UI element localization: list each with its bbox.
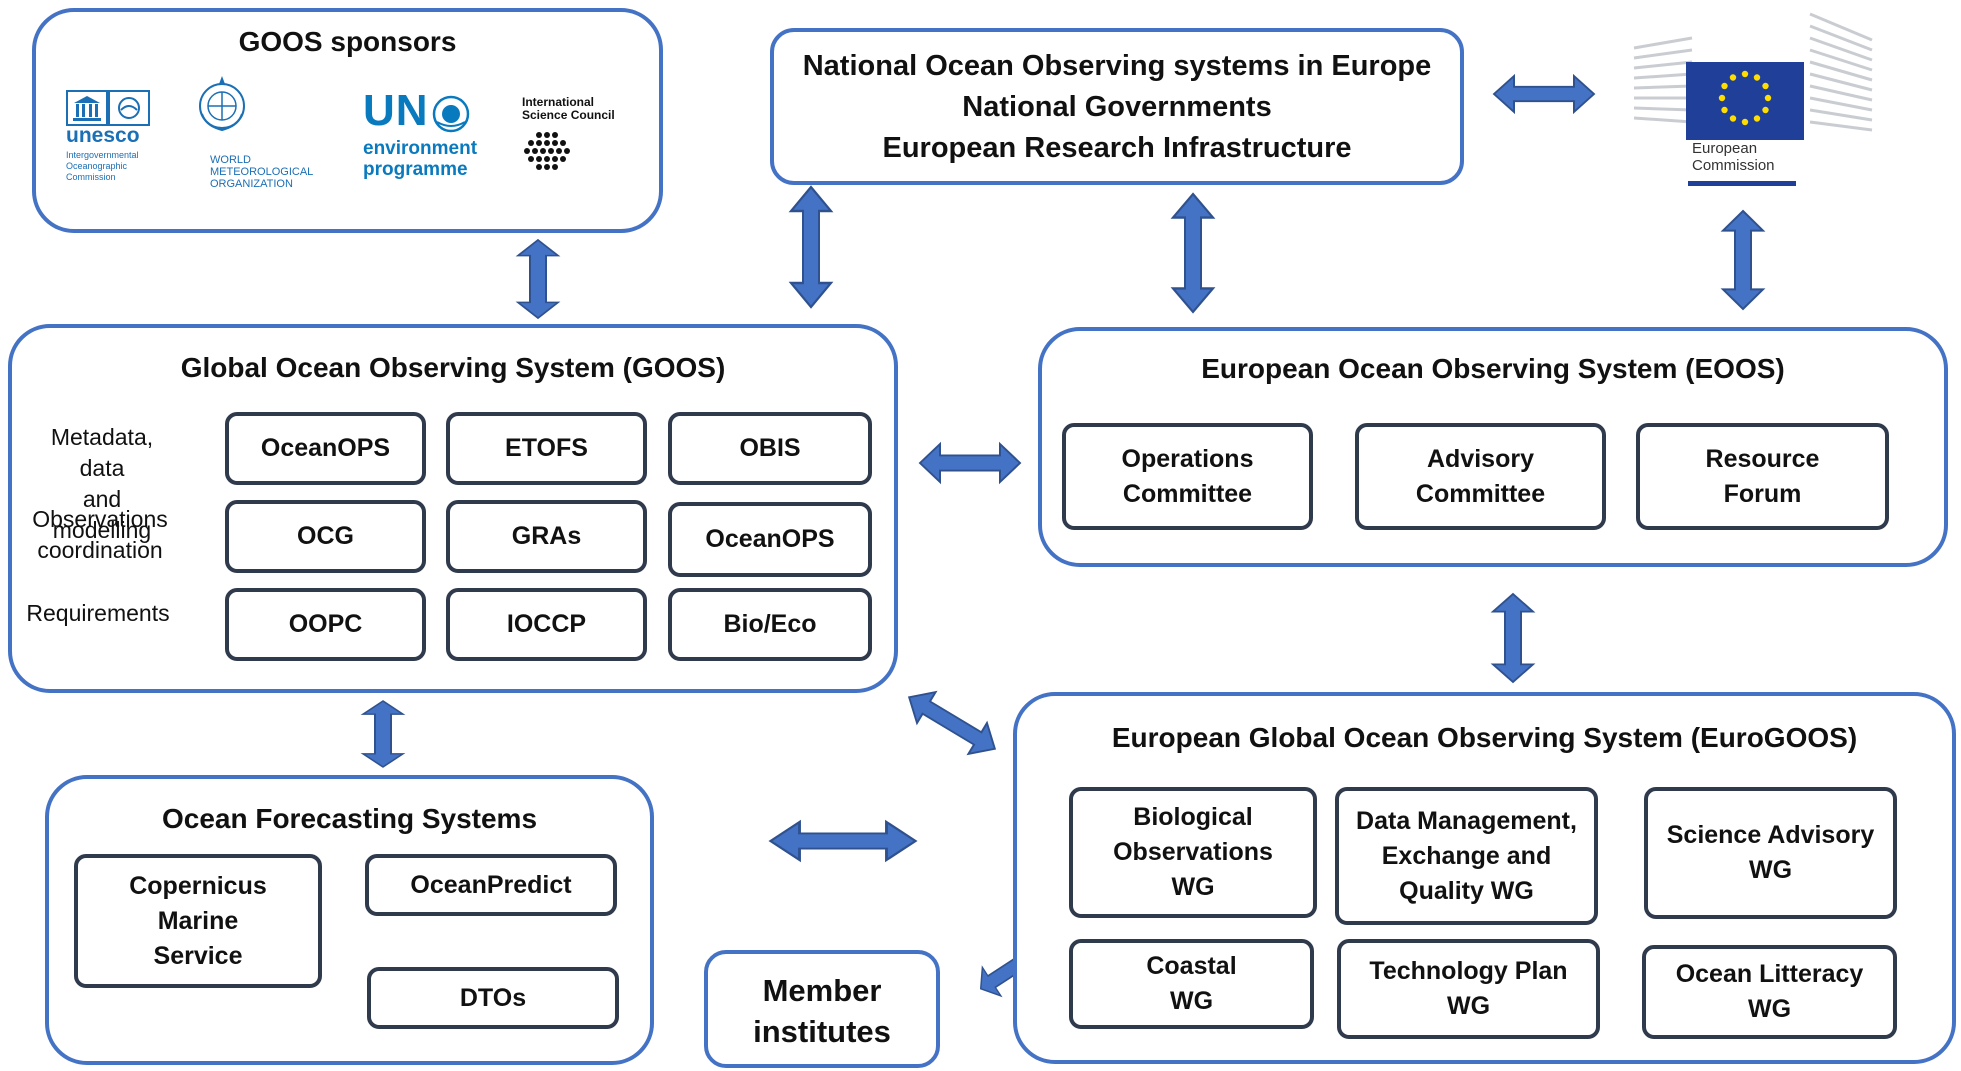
- member-institutes-panel: Member institutes: [704, 950, 940, 1068]
- arrow-ofs-eurogoos: [769, 820, 917, 862]
- member-institutes-text: Member institutes: [753, 973, 891, 1049]
- goos-box-etofs: ETOFS: [446, 412, 647, 485]
- eoos-title: European Ocean Observing System (EOOS): [1201, 353, 1785, 384]
- goos-box-gras: GRAs: [446, 500, 647, 573]
- european-commission-logo: European Commission: [1632, 10, 1888, 190]
- ofs-box-dtos: DTOs: [367, 967, 619, 1029]
- national-line-1: National Ocean Observing systems in Euro…: [802, 50, 1432, 82]
- arrow-national-goos: [789, 185, 833, 309]
- unep-text: environment programme: [363, 138, 478, 180]
- national-line-2: National Governments: [962, 91, 1272, 123]
- arrow-national-eoos: [1171, 192, 1215, 314]
- goos-row-label-metadata: Metadata, data and modelling: [50, 424, 154, 544]
- unesco-subtitle: Intergovernmental Oceanographic Commissi…: [66, 150, 139, 182]
- goos-row-label-observations: Observations coordination: [32, 506, 168, 564]
- national-systems-panel: National Ocean Observing systems in Euro…: [770, 28, 1464, 185]
- goos-box-ocg: OCG: [225, 500, 426, 573]
- goos-row-label-requirements: Requirements: [26, 600, 170, 626]
- eoos-panel: European Ocean Observing System (EOOS) O…: [1038, 327, 1948, 567]
- arrow-goos-eoos: [919, 443, 1021, 483]
- goos-box-obis: OBIS: [668, 412, 872, 485]
- isc-text: International Science Council: [522, 95, 615, 122]
- sponsors-title: GOOS sponsors: [238, 26, 457, 57]
- unesco-logo: unesco Intergovernmental Oceanographic C…: [66, 90, 176, 190]
- goos-box-oopc: OOPC: [225, 588, 426, 661]
- goos-box-oceanops-2: OceanOPS: [668, 502, 872, 577]
- wmo-text: WORLD METEOROLOGICAL ORGANIZATION: [210, 154, 314, 190]
- arrow-goos-eurogoos: [898, 680, 1006, 766]
- unesco-brand: unesco: [66, 124, 140, 147]
- national-line-3: European Research Infrastructure: [882, 132, 1352, 164]
- eurogoos-title: European Global Ocean Observing System (…: [1111, 722, 1858, 753]
- goos-panel: Global Ocean Observing System (GOOS) Met…: [8, 324, 898, 693]
- arrow-ec-eoos: [1722, 210, 1764, 310]
- arrow-goos-ofs: [362, 700, 404, 768]
- unep-un: UN: [363, 86, 429, 135]
- ofs-box-oceanpredict: OceanPredict: [365, 854, 617, 916]
- ec-underline: [1688, 181, 1796, 186]
- eurogoos-panel: European Global Ocean Observing System (…: [1013, 692, 1956, 1064]
- national-systems-text: National Ocean Observing systems in Euro…: [774, 46, 1460, 169]
- wmo-logo: WORLD METEOROLOGICAL ORGANIZATION: [192, 74, 322, 194]
- ocean-forecasting-title: Ocean Forecasting Systems: [161, 803, 538, 834]
- unep-logo: UN environment programme: [363, 86, 493, 194]
- goos-box-bioeco: Bio/Eco: [668, 588, 872, 661]
- sponsors-panel: GOOS sponsors unesco Intergovernmental O…: [32, 8, 663, 233]
- unep-globe-icon: [432, 95, 470, 133]
- goos-box-ioccp: IOCCP: [446, 588, 647, 661]
- wmo-emblem-icon: [199, 76, 245, 132]
- isc-logo: International Science Council: [522, 96, 642, 196]
- arrow-eoos-eurogoos: [1492, 593, 1534, 683]
- ec-building-icon: [1633, 12, 1873, 140]
- goos-title: Global Ocean Observing System (GOOS): [180, 352, 726, 383]
- unesco-temple-icon: [66, 90, 150, 126]
- isc-dots-icon: [524, 132, 570, 170]
- ec-text: European Commission: [1692, 140, 1775, 174]
- arrow-national-ec: [1493, 75, 1595, 113]
- arrow-sponsors-goos: [517, 239, 559, 319]
- goos-box-oceanops: OceanOPS: [225, 412, 426, 485]
